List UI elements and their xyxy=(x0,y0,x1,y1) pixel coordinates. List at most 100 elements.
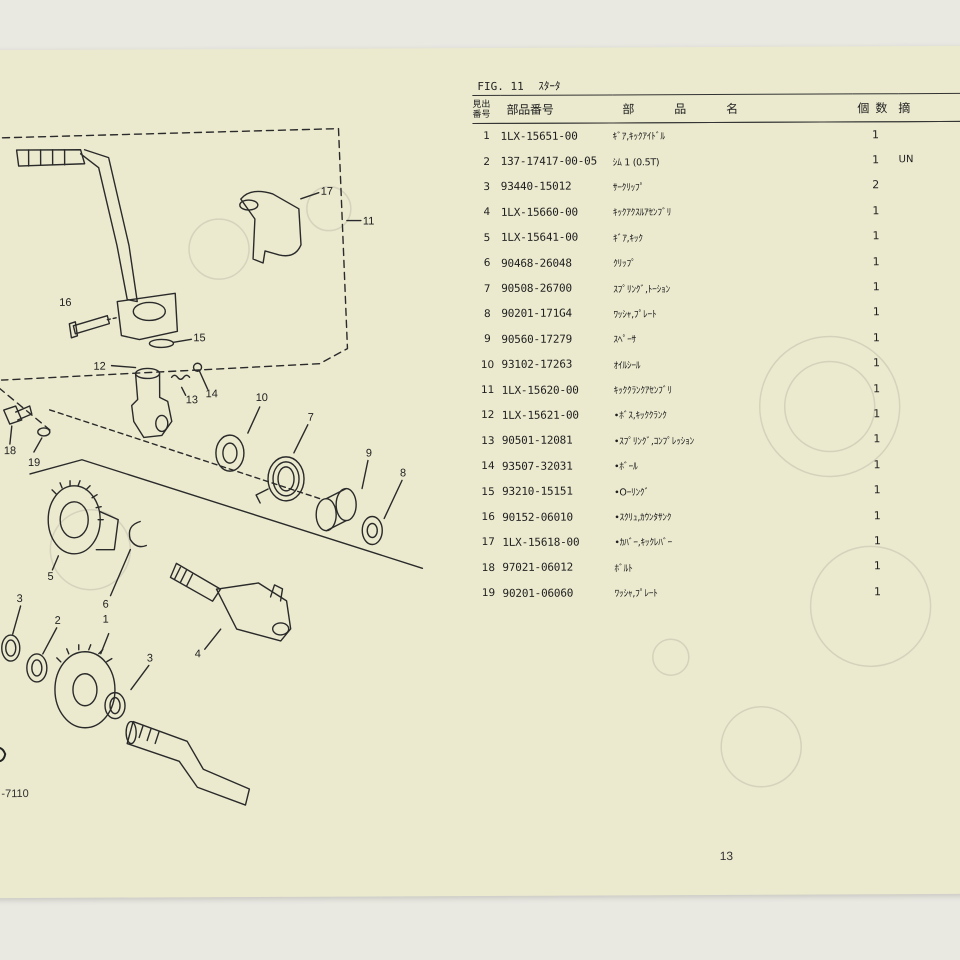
cell-remarks xyxy=(900,401,960,427)
cell-part-name: ﾜｯｼｬ,ﾌﾟﾚｰﾄ xyxy=(613,309,657,321)
cell-part-name: ｷｯｸｱｸｽﾙｱｾﾝﾌﾞﾘ xyxy=(612,207,672,219)
cell-qty: 1 xyxy=(872,229,880,243)
cell-part-name: ﾜｯｼｬ,ﾌﾟﾚｰﾄ xyxy=(614,588,658,600)
cell-remarks xyxy=(899,274,960,300)
cell-part-name: ｷﾞｱ,ｷｯｸｱｲﾄﾞﾙ xyxy=(612,131,665,143)
cell-part-no: 1LX-15641-00 xyxy=(500,230,579,245)
cell-qty: 1 xyxy=(873,458,881,472)
cell-remarks xyxy=(899,248,960,274)
callout-6: 6 xyxy=(103,599,109,611)
cell-part-no: 1LX-15620-00 xyxy=(501,383,579,397)
cell-ref-no: 7 xyxy=(483,282,491,295)
cell-part-no: 93507-32031 xyxy=(501,459,573,473)
callout-1: 1 xyxy=(103,614,109,626)
cell-part-no: 93440-15012 xyxy=(500,180,572,194)
cell-qty: 1 xyxy=(872,153,880,167)
cell-qty: 1 xyxy=(872,331,880,345)
cell-qty: 1 xyxy=(873,381,881,395)
cell-remarks xyxy=(900,375,960,401)
callout-15: 15 xyxy=(193,332,205,344)
cell-ref-no: 12 xyxy=(481,409,495,422)
cell-ref-no: 5 xyxy=(483,231,491,244)
cell-ref-no: 11 xyxy=(480,384,495,397)
header-part-name: 部 品 名 xyxy=(612,93,853,123)
exploded-parts-diagram: 1 2 3 3 4 5 6 7 8 9 10 11 12 13 14 15 16 xyxy=(0,48,482,898)
kick-lever xyxy=(15,149,179,341)
header-remarks: 摘 xyxy=(898,93,960,122)
cell-remarks xyxy=(899,350,960,376)
callout-18: 18 xyxy=(4,445,16,457)
cell-remarks xyxy=(900,578,960,604)
part-17-cover xyxy=(239,190,302,264)
header-qty: 個数 xyxy=(852,93,899,122)
cell-remarks xyxy=(899,172,960,198)
callout-5: 5 xyxy=(47,571,53,583)
cell-part-name: ｷｯｸｸﾗﾝｸｱｾﾝﾌﾞﾘ xyxy=(613,385,672,397)
part-5-kick-gear xyxy=(47,480,119,555)
cell-ref-no: 10 xyxy=(480,358,495,371)
cell-part-name: ｸﾘｯﾌﾟ xyxy=(613,258,636,270)
cell-ref-no: 15 xyxy=(481,485,495,498)
figure-title: FIG. 11 ｽﾀｰﾀ xyxy=(477,78,568,94)
callout-7: 7 xyxy=(308,412,314,424)
cell-part-no: 93210-15151 xyxy=(502,484,573,499)
cell-part-name: •ﾎﾞｰﾙ xyxy=(613,461,638,473)
callout-16: 16 xyxy=(59,297,71,309)
cell-qty: 1 xyxy=(872,305,880,319)
cell-part-no: 90152-06010 xyxy=(502,510,573,524)
cell-ref-no: 6 xyxy=(483,257,491,270)
part-16-screw xyxy=(68,314,111,339)
cell-ref-no: 17 xyxy=(481,536,496,549)
part-3-circlip-left xyxy=(1,634,21,662)
callout-11: 11 xyxy=(363,215,374,227)
cell-part-no: 1LX-15651-00 xyxy=(500,129,578,143)
header-part-no: 部品番号 xyxy=(500,94,613,124)
cell-qty: 1 xyxy=(873,584,882,599)
figure-name: ｽﾀｰﾀ xyxy=(538,79,561,93)
callout-14: 14 xyxy=(206,388,218,400)
cell-part-no: 90201-171G4 xyxy=(501,307,572,321)
cell-qty: 1 xyxy=(873,407,881,421)
part-19-washer xyxy=(37,427,51,437)
callout-12: 12 xyxy=(94,361,106,373)
cell-qty: 1 xyxy=(873,508,881,522)
callout-13: 13 xyxy=(186,394,198,406)
page-number: 13 xyxy=(719,848,734,863)
cell-remarks xyxy=(900,528,960,554)
cell-part-no: 97021-06012 xyxy=(502,560,574,575)
diagram-svg: 1 2 3 3 4 5 6 7 8 9 10 11 12 13 14 15 16 xyxy=(0,127,424,806)
callout-3-left: 3 xyxy=(17,593,23,605)
cell-ref-no: 3 xyxy=(483,180,491,193)
cell-qty: 1 xyxy=(872,204,880,218)
cell-ref-no: 2 xyxy=(483,155,491,168)
assembly-boundary-11 xyxy=(0,127,349,381)
cell-part-name: ｽﾌﾟﾘﾝｸﾞ,ﾄｰｼｮﾝ xyxy=(613,283,670,295)
cell-part-name: ｵｲﾙｼｰﾙ xyxy=(613,360,641,372)
cell-qty: 1 xyxy=(873,432,881,446)
cell-part-name: •ﾎﾞｽ,ｷｯｸｸﾗﾝｸ xyxy=(613,410,667,422)
header-ref-no: 見出 番号 xyxy=(472,95,501,124)
cell-part-no: 90468-26048 xyxy=(501,256,572,270)
cell-ref-no: 4 xyxy=(483,206,491,219)
cell-qty: 1 xyxy=(872,356,881,370)
cell-part-name: ｽﾍﾟｰｻ xyxy=(613,334,637,346)
cell-remarks xyxy=(898,121,960,147)
part-4-kick-axle xyxy=(169,562,292,642)
cell-qty: 1 xyxy=(872,280,880,294)
cell-part-name: •ｶﾊﾞｰ,ｷｯｸﾚﾊﾞｰ xyxy=(614,537,672,549)
part-15-oring xyxy=(148,338,175,349)
cell-qty: 2 xyxy=(872,178,880,192)
